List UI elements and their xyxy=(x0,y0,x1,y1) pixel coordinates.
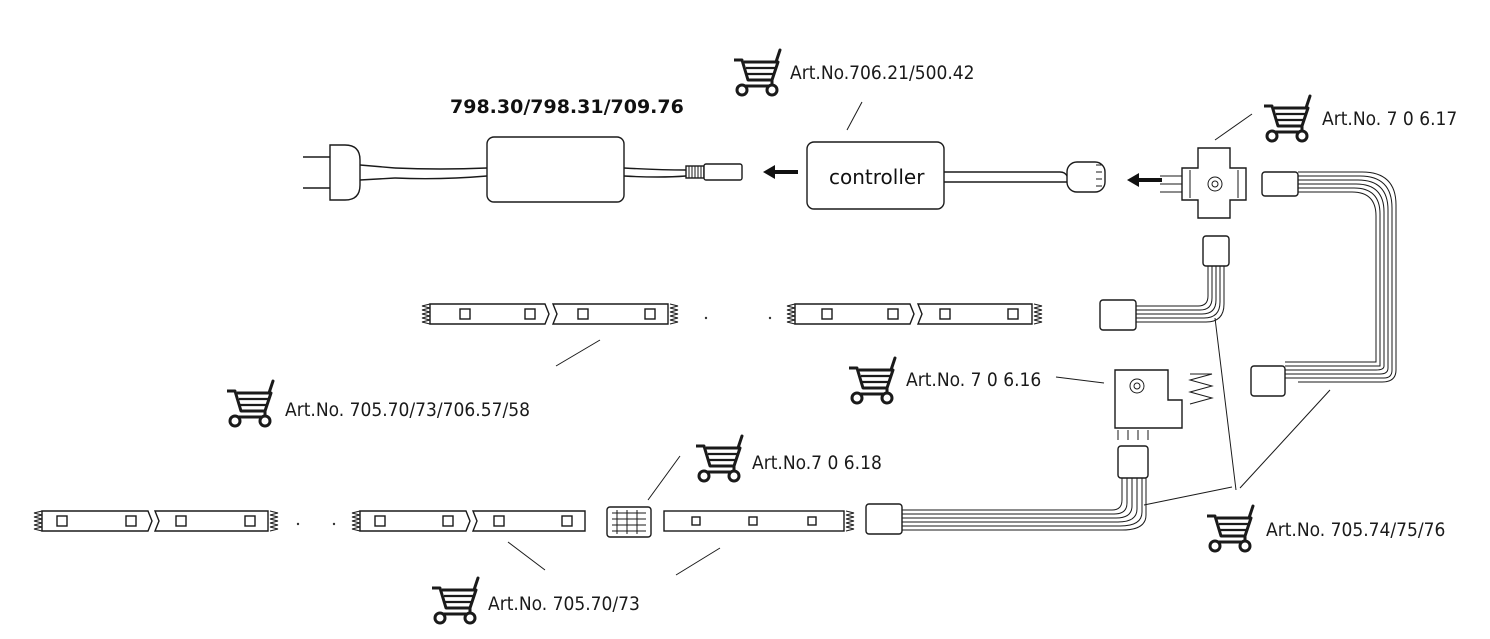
led-strip-bottom-right xyxy=(663,510,855,532)
led-strip-top-right xyxy=(786,303,1043,325)
power-plug xyxy=(303,144,396,201)
corner-connector xyxy=(1114,369,1214,440)
led-strip-bottom-middle xyxy=(351,510,586,532)
led-strip-bottom-left xyxy=(33,510,279,532)
shopping-cart-icon xyxy=(1262,94,1312,143)
shopping-cart-icon xyxy=(847,356,897,405)
art-cables-label: Art.No. 705.74/75/76 xyxy=(1266,519,1445,541)
rgb-cable-bottom xyxy=(865,445,1149,535)
power-supply-box xyxy=(486,136,625,203)
power-supply-label: 798.30/798.31/709.76 xyxy=(450,96,684,118)
rgb-cable-right xyxy=(1250,171,1397,397)
arrow-left-icon xyxy=(1127,173,1162,187)
art-controller-label: Art.No.706.21/500.42 xyxy=(790,62,975,84)
controller-label: controller xyxy=(829,165,925,189)
shopping-cart-icon xyxy=(1205,504,1255,553)
shopping-cart-icon xyxy=(225,379,275,428)
arrow-left-icon xyxy=(763,165,798,179)
rgb-cable-down xyxy=(1099,235,1230,331)
art-connector-label: Art.No.7 0 6.18 xyxy=(752,452,882,474)
art-strip-bottom-label: Art.No. 705.70/73 xyxy=(488,593,640,615)
controller-box xyxy=(806,141,945,210)
art-strip-top-label: Art.No. 705.70/73/706.57/58 xyxy=(285,399,530,421)
cross-connector xyxy=(1160,147,1247,219)
dc-connector xyxy=(685,163,743,181)
shopping-cart-icon xyxy=(732,48,782,97)
shopping-cart-icon xyxy=(430,576,480,625)
rgb-plug xyxy=(1066,161,1106,193)
art-corner-label: Art.No. 7 0 6.16 xyxy=(906,369,1041,391)
art-cross-label: Art.No. 7 0 6.17 xyxy=(1322,108,1457,130)
shopping-cart-icon xyxy=(694,434,744,483)
led-strip-top-left xyxy=(421,303,679,325)
strip-connector xyxy=(606,506,652,538)
